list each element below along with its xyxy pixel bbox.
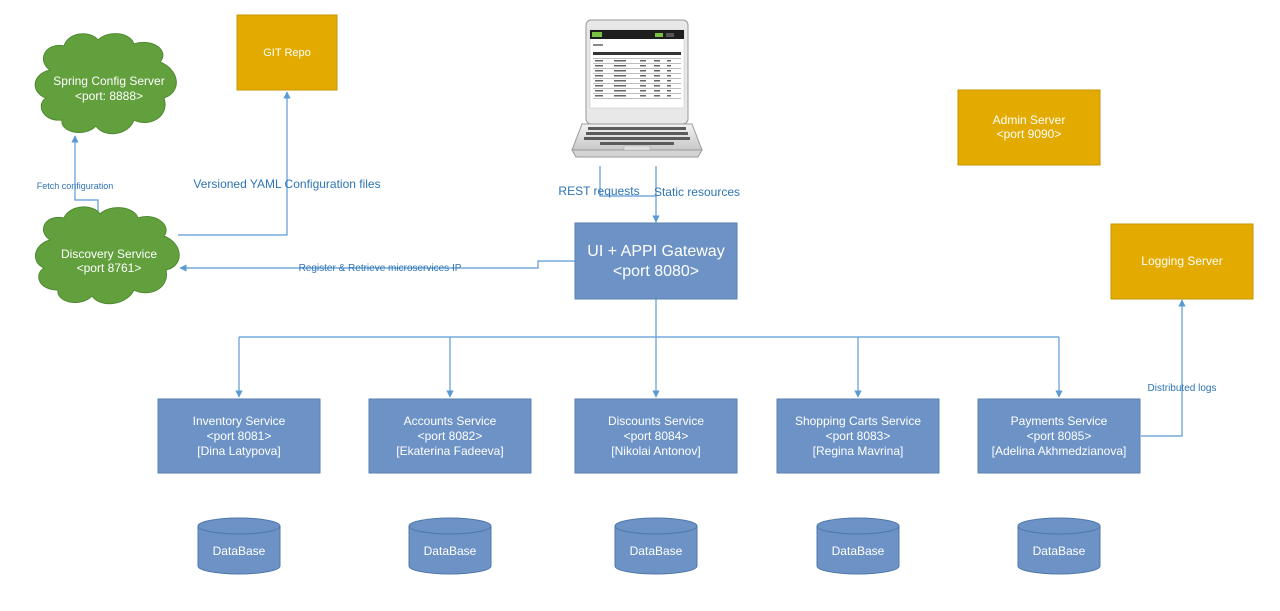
- git-repo-label: GIT Repo: [263, 47, 311, 59]
- gateway-port: <port 8080>: [613, 263, 699, 280]
- git-repo-node: GIT Repo: [236, 14, 338, 91]
- service-discounts: Discounts Service <port 8084> [Nikolai A…: [574, 398, 738, 474]
- database-top: [614, 517, 698, 535]
- fetch-config-label: Fetch configuration: [37, 181, 114, 191]
- database-inventory: DataBase: [197, 517, 281, 575]
- rest-requests-connector: [599, 166, 656, 197]
- gateway-title: UI + APPI Gateway: [587, 243, 724, 260]
- service-inventory: Inventory Service <port 8081> [Dina Laty…: [157, 398, 321, 474]
- database-top: [816, 517, 900, 535]
- screen-heading: [593, 44, 603, 46]
- spring-config-server-node: Spring Config Server <port: 8888>: [34, 33, 177, 135]
- discovery-service-node: Discovery Service <port 8761>: [35, 206, 180, 305]
- gateway-box: [574, 222, 738, 300]
- service-box: [776, 398, 940, 474]
- logging-server-label: Logging Server: [1141, 254, 1222, 268]
- database-discounts: DataBase: [614, 517, 698, 575]
- screen-nav-item: [666, 33, 674, 37]
- logging-server-node: Logging Server: [1110, 223, 1254, 300]
- service-port: <port 8082>: [418, 429, 483, 443]
- config-server-title: Spring Config Server: [53, 74, 164, 88]
- database-top: [1017, 517, 1101, 535]
- laptop-icon: [571, 19, 703, 158]
- discovery-title: Discovery Service: [61, 247, 157, 261]
- logging-server-box: [1110, 223, 1254, 300]
- register-retrieve-connector: [179, 260, 575, 272]
- versioned-yaml-label: Versioned YAML Configuration files: [193, 177, 380, 191]
- service-owner: [Ekaterina Fadeeva]: [396, 444, 503, 458]
- cloud-shape: [34, 33, 177, 135]
- service-box: [574, 398, 738, 474]
- laptop-keyboard: [584, 127, 690, 145]
- database-payments: DataBase: [1017, 517, 1101, 575]
- service-port: <port 8085>: [1027, 429, 1092, 443]
- screen-header-bar: [590, 30, 684, 39]
- database-icon: [197, 526, 281, 575]
- database-accounts: DataBase: [408, 517, 492, 575]
- service-box: [977, 398, 1141, 474]
- database-label: DataBase: [1033, 544, 1086, 558]
- service-owner: [Adelina Akhmedzianova]: [992, 444, 1127, 458]
- rest-requests-label: REST requests: [558, 184, 639, 198]
- laptop-front: [571, 149, 703, 158]
- admin-server-box: [957, 89, 1101, 166]
- service-port: <port 8083>: [826, 429, 891, 443]
- service-name: Accounts Service: [404, 414, 497, 428]
- git-repo-box: [236, 14, 338, 91]
- screen-table-rows: [593, 58, 681, 99]
- service-port: <port 8081>: [207, 429, 272, 443]
- database-shopping-carts: DataBase: [816, 517, 900, 575]
- database-top: [197, 517, 281, 535]
- service-payments: Payments Service <port 8085> [Adelina Ak…: [977, 398, 1141, 474]
- database-icon: [816, 526, 900, 575]
- screen-nav-item: [655, 33, 663, 37]
- service-shopping-carts: Shopping Carts Service <port 8083> [Regi…: [776, 398, 940, 474]
- config-server-port: <port: 8888>: [75, 89, 143, 103]
- service-name: Inventory Service: [193, 414, 286, 428]
- service-name: Discounts Service: [608, 414, 704, 428]
- fetch-config-connector: [71, 135, 99, 213]
- service-owner: [Nikolai Antonov]: [611, 444, 700, 458]
- database-label: DataBase: [832, 544, 885, 558]
- yaml-config-connector: [178, 91, 291, 236]
- database-icon: [614, 526, 698, 575]
- admin-server-title: Admin Server: [993, 113, 1066, 127]
- database-icon: [1017, 526, 1101, 575]
- admin-server-node: Admin Server <port 9090>: [957, 89, 1101, 166]
- service-name: Shopping Carts Service: [795, 414, 921, 428]
- admin-server-port: <port 9090>: [997, 127, 1062, 141]
- database-label: DataBase: [424, 544, 477, 558]
- cloud-shape: [35, 206, 180, 305]
- screen-table-header: [593, 52, 681, 55]
- laptop-touchpad: [623, 145, 651, 151]
- database-top: [408, 517, 492, 535]
- service-box: [157, 398, 321, 474]
- service-name: Payments Service: [1011, 414, 1108, 428]
- screen-table-cells: [595, 60, 671, 97]
- database-label: DataBase: [630, 544, 683, 558]
- service-owner: [Dina Latypova]: [197, 444, 280, 458]
- distributed-logs-label: Distributed logs: [1148, 383, 1217, 394]
- register-retrieve-label: Register & Retrieve microservices IP: [299, 263, 462, 274]
- database-icon: [408, 526, 492, 575]
- service-port: <port 8084>: [624, 429, 689, 443]
- distributed-logs-connector: [1141, 299, 1186, 437]
- discovery-port: <port 8761>: [77, 261, 142, 275]
- screen-logo: [592, 32, 602, 37]
- api-gateway-node: UI + APPI Gateway <port 8080>: [574, 222, 738, 300]
- static-resources-label: Static resources: [654, 185, 740, 199]
- service-box: [368, 398, 532, 474]
- database-label: DataBase: [213, 544, 266, 558]
- service-owner: [Regina Mavrina]: [813, 444, 904, 458]
- service-accounts: Accounts Service <port 8082> [Ekaterina …: [368, 398, 532, 474]
